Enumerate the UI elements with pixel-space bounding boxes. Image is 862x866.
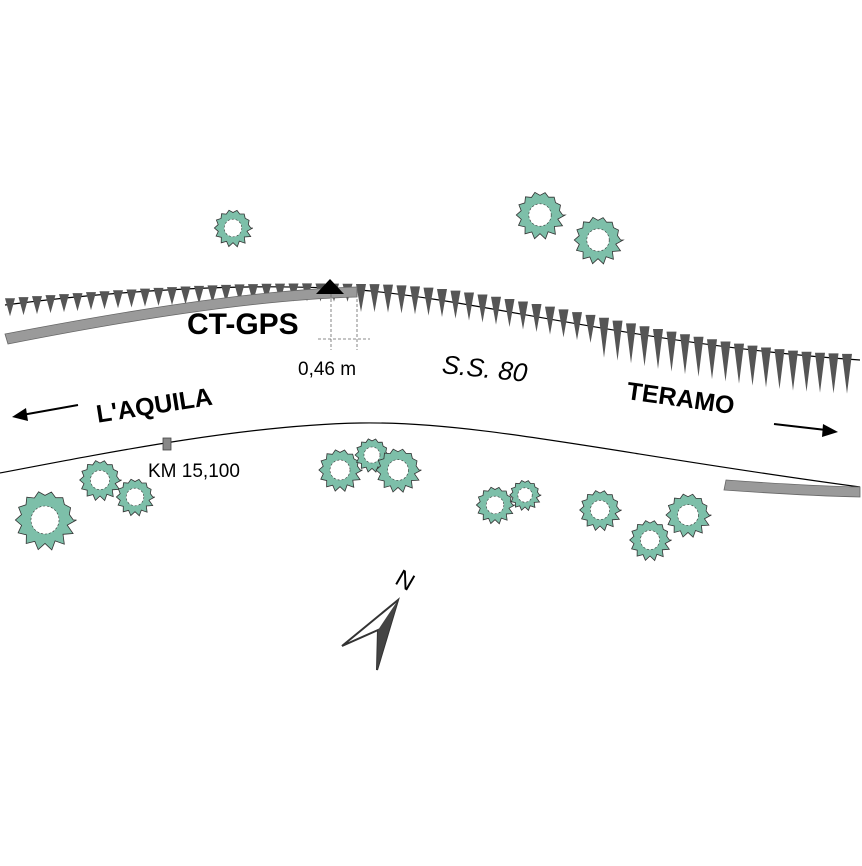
embankment-tick (32, 296, 42, 315)
embankment-tick (504, 299, 515, 328)
embankment-tick (410, 286, 420, 315)
embankment-tick (464, 292, 474, 321)
embankment-tick (815, 352, 825, 393)
north-label: N (391, 565, 420, 597)
embankment-tick (734, 343, 744, 384)
tree-icon (318, 449, 363, 493)
guardrail-south (723, 479, 861, 498)
gps-station-marker (316, 279, 344, 294)
embankment-tick (356, 284, 366, 313)
embankment-tick (612, 320, 623, 361)
tree-icon (573, 216, 625, 265)
embankment-tick (383, 284, 393, 313)
station-label: CT-GPS (187, 308, 299, 341)
tree-icon (579, 490, 622, 532)
embankment-tick (491, 296, 501, 325)
tree-icon (14, 491, 77, 551)
west-destination-label: L'AQUILA (94, 383, 214, 429)
embankment-tick (396, 285, 407, 314)
tree-icon (665, 493, 712, 538)
embankment-tick (167, 287, 177, 306)
embankment-tick (626, 323, 636, 364)
tree-icon (115, 478, 155, 517)
embankment-tick (572, 312, 582, 341)
embankment-tick (99, 291, 110, 310)
embankment-tick (194, 285, 204, 304)
embankment-tick (747, 345, 758, 386)
embankment-tick (761, 347, 771, 388)
embankment-tick (180, 286, 191, 305)
embankment-tick (666, 331, 677, 372)
north-arrow-icon (341, 597, 400, 671)
road-south-edge (0, 422, 861, 488)
embankment-tick (545, 306, 555, 335)
embankment-ticks (5, 283, 852, 394)
embankment-tick (18, 297, 29, 316)
embankment-tick (234, 284, 245, 303)
embankment-tick (86, 292, 96, 311)
embankment-tick (585, 314, 596, 343)
embankment-tick (45, 295, 56, 314)
embankment-tick (437, 289, 447, 318)
embankment-tick (477, 294, 488, 323)
embankment-tick (126, 289, 137, 308)
embankment-tick (558, 309, 569, 338)
embankment-tick (140, 288, 150, 307)
embankment-tick (801, 351, 812, 392)
embankment-tick (639, 326, 650, 367)
embankment-tick (531, 304, 542, 333)
embankment-tick (653, 328, 663, 369)
tree-icon (629, 520, 672, 562)
embankment-tick (774, 349, 785, 390)
embankment-tick (450, 290, 461, 319)
embankment-tick (707, 339, 717, 380)
embankment-tick (828, 353, 839, 394)
km-marker-post (162, 437, 172, 451)
embankment-tick (72, 293, 83, 312)
embankment-tick (369, 284, 380, 313)
embankment-tick (5, 298, 15, 317)
tree-icon (79, 460, 122, 502)
embankment-tick (423, 287, 434, 316)
embankment-tick (842, 353, 852, 394)
embankment-tick (720, 341, 731, 382)
embankment-tick (207, 285, 218, 304)
west-arrow (12, 404, 79, 421)
tree-icon (213, 209, 253, 248)
embankment-tick (113, 290, 123, 309)
guardrail-north (4, 286, 358, 345)
embankment-tick (599, 317, 609, 358)
embankment-tick (788, 350, 798, 391)
km-marker-label: KM 15,100 (148, 461, 240, 482)
embankment-tick (59, 294, 69, 313)
tree-icon (509, 479, 542, 512)
embankment-tick (248, 284, 258, 303)
embankment-tick (153, 287, 164, 306)
east-destination-label: TERAMO (625, 377, 736, 420)
embankment-tick (221, 284, 231, 303)
embankment-tick (680, 334, 690, 375)
trees-layer (14, 191, 712, 562)
east-arrow (773, 423, 838, 437)
embankment-tick (518, 301, 528, 330)
offset-label: 0,46 m (298, 359, 356, 380)
tree-icon (475, 486, 515, 525)
tree-icon (515, 191, 567, 240)
embankment-tick (693, 336, 704, 377)
road-label: S.S. 80 (441, 349, 529, 388)
tree-icon (375, 448, 422, 493)
